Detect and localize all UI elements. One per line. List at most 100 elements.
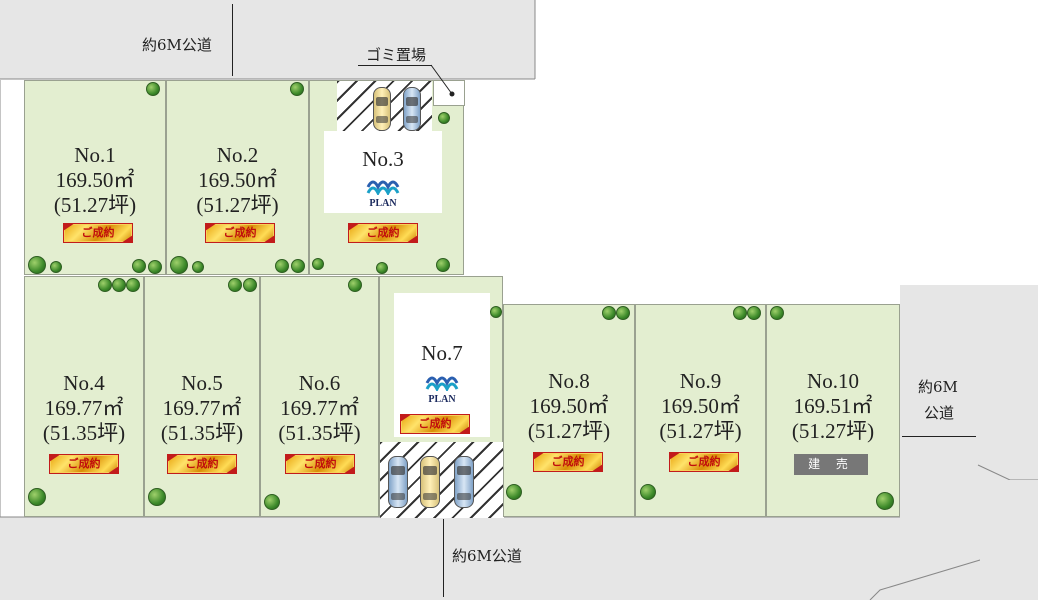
- tree-icon: [132, 259, 146, 273]
- lot-number: No.10: [807, 369, 859, 393]
- garbage-label-underline: [358, 65, 432, 66]
- lot-area: 169.77㎡: [162, 396, 242, 420]
- tree-icon: [228, 278, 242, 292]
- tree-icon: [148, 488, 166, 506]
- lot-tsubo: (51.35坪): [278, 421, 361, 445]
- lot-tsubo: (51.35坪): [160, 421, 244, 445]
- lot-9[interactable]: No.9 169.50㎡ (51.27坪) ご成約: [635, 304, 766, 517]
- garbage-area: [433, 80, 465, 106]
- tree-icon: [747, 306, 761, 320]
- tree-icon: [98, 278, 112, 292]
- lot-7[interactable]: No.7 PLAN ご成約: [379, 276, 504, 518]
- lot-number: No.3: [362, 147, 404, 171]
- tree-icon: [50, 261, 62, 273]
- top-road: [0, 0, 535, 79]
- car-icon: [420, 456, 440, 508]
- road-corner-fill: [980, 480, 1038, 600]
- sold-badge: ご成約: [669, 452, 739, 472]
- tree-icon: [640, 484, 656, 500]
- right-road-label-1: 約6M: [918, 378, 958, 396]
- tree-icon: [148, 260, 162, 274]
- right-road-label-2: 公道: [924, 404, 955, 422]
- plan-logo-icon: [425, 376, 459, 393]
- garbage-label: ゴミ置場: [366, 46, 427, 64]
- lot-number: No.1: [74, 143, 116, 167]
- lot-number: No.4: [63, 371, 105, 395]
- sold-badge: ご成約: [49, 454, 119, 474]
- sold-badge: ご成約: [285, 454, 355, 474]
- lot-2[interactable]: No.2 169.50㎡ (51.27坪) ご成約: [166, 80, 309, 275]
- tree-icon: [490, 306, 502, 318]
- lot-area: 169.50㎡: [55, 168, 135, 192]
- plan-logo-text: PLAN: [369, 198, 397, 209]
- tree-icon: [28, 256, 46, 274]
- tree-icon: [291, 259, 305, 273]
- tree-icon: [506, 484, 522, 500]
- sold-badge: ご成約: [533, 452, 603, 472]
- car-icon: [454, 456, 474, 508]
- bottom-road-width-arrow: [443, 519, 444, 597]
- tree-icon: [170, 256, 188, 274]
- top-road-width-arrow: [232, 4, 233, 76]
- lot-10[interactable]: No.10 169.51㎡ (51.27坪) 建 売: [766, 304, 900, 517]
- tree-icon: [438, 112, 450, 124]
- tree-icon: [192, 261, 204, 273]
- lot-area: 169.50㎡: [198, 168, 277, 192]
- tree-icon: [290, 82, 304, 96]
- tree-icon: [616, 306, 630, 320]
- lot-number: No.6: [298, 371, 341, 395]
- tree-icon: [348, 278, 362, 292]
- sold-badge: ご成約: [348, 223, 418, 243]
- lot-tsubo: (51.27坪): [791, 419, 875, 443]
- plan-logo: PLAN: [412, 369, 472, 405]
- car-icon: [373, 87, 391, 131]
- lot-area: 169.77㎡: [44, 396, 124, 420]
- lot-5[interactable]: No.5 169.77㎡ (51.35坪) ご成約: [144, 276, 260, 517]
- lot-number: No.9: [679, 369, 722, 393]
- lot-area: 169.50㎡: [661, 394, 740, 418]
- parking-area: [380, 442, 504, 518]
- lot-4[interactable]: No.4 169.77㎡ (51.35坪) ご成約: [24, 276, 144, 517]
- tree-icon: [436, 258, 450, 272]
- car-icon: [403, 87, 421, 131]
- tree-icon: [876, 492, 894, 510]
- lot-tsubo: (51.35坪): [42, 421, 126, 445]
- lot-tsubo: (51.27坪): [53, 193, 137, 217]
- tree-icon: [312, 258, 324, 270]
- plan-logo: PLAN: [353, 173, 413, 209]
- right-road-width-arrow: [902, 436, 976, 437]
- tree-icon: [126, 278, 140, 292]
- bottom-road-label: 約6M公道: [452, 547, 522, 565]
- plan-box: No.7 PLAN: [394, 293, 490, 437]
- lot-area: 169.51㎡: [793, 394, 873, 418]
- plan-logo-icon: [366, 180, 400, 197]
- lot-3[interactable]: No.3 PLAN ご成約: [309, 80, 464, 275]
- sold-badge: ご成約: [205, 223, 275, 243]
- lot-8[interactable]: No.8 169.50㎡ (51.27坪) ご成約: [503, 304, 635, 517]
- parking-area: [337, 81, 432, 141]
- garbage-leader-line: [430, 64, 455, 97]
- lot-6[interactable]: No.6 169.77㎡ (51.35坪) ご成約: [260, 276, 379, 517]
- plan-box: No.3 PLAN: [324, 131, 442, 213]
- lot-number: No.5: [181, 371, 223, 395]
- lot-tsubo: (51.27坪): [659, 419, 742, 443]
- sold-badge: ご成約: [400, 414, 470, 434]
- tree-icon: [112, 278, 126, 292]
- lot-number: No.7: [421, 341, 463, 365]
- tree-icon: [146, 82, 160, 96]
- lot-area: 169.77㎡: [280, 396, 359, 420]
- tree-icon: [770, 306, 784, 320]
- lot-tsubo: (51.27坪): [527, 419, 611, 443]
- lot-1[interactable]: No.1 169.50㎡ (51.27坪) ご成約: [24, 80, 166, 275]
- tree-icon: [275, 259, 289, 273]
- tree-icon: [376, 262, 388, 274]
- tree-icon: [264, 494, 280, 510]
- car-icon: [388, 456, 408, 508]
- sold-badge: ご成約: [167, 454, 237, 474]
- tree-icon: [602, 306, 616, 320]
- tree-icon: [28, 488, 46, 506]
- lot-number: No.8: [548, 369, 590, 393]
- tree-icon: [243, 278, 257, 292]
- right-road: [900, 285, 978, 465]
- lot-number: No.2: [216, 143, 259, 167]
